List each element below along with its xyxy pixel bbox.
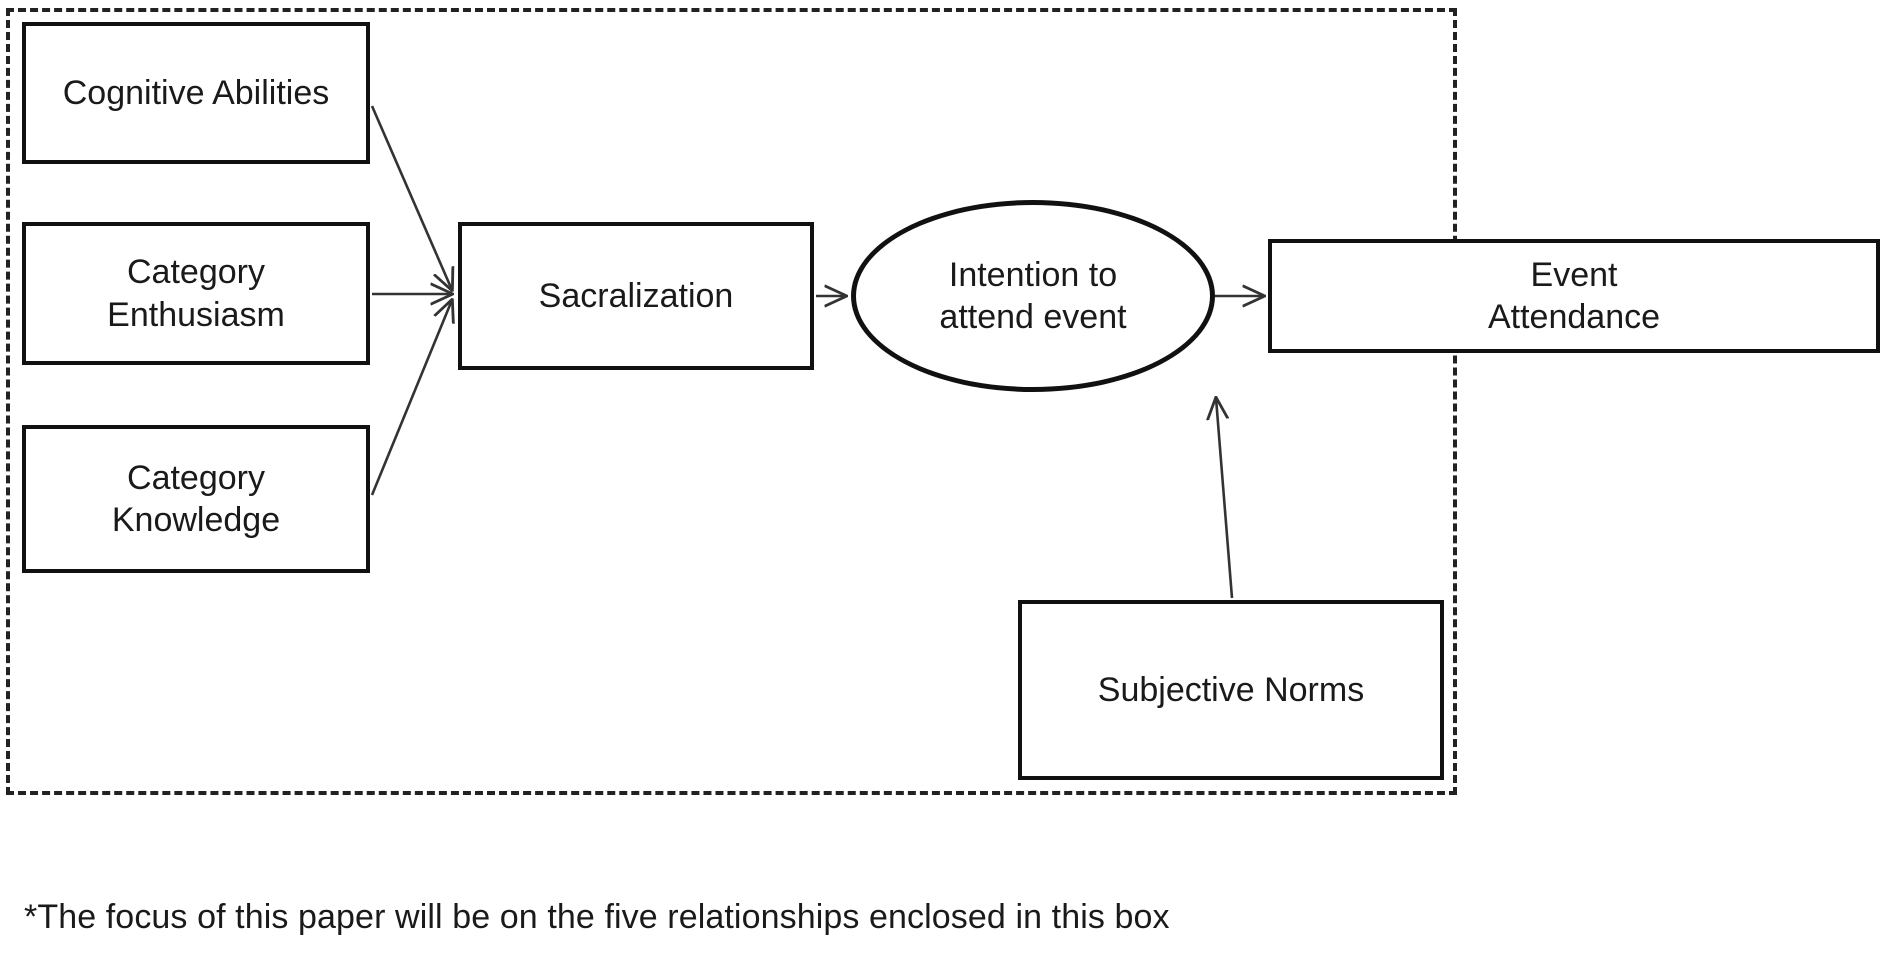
node-cognitive-abilities[interactable]: Cognitive Abilities bbox=[22, 22, 370, 164]
node-intention-to-attend-event[interactable]: Intention to attend event bbox=[851, 200, 1215, 392]
node-sacralization-label: Sacralization bbox=[538, 276, 734, 315]
node-event-attendance-label: Event Attendance bbox=[1487, 255, 1661, 337]
node-category-knowledge[interactable]: Category Knowledge bbox=[22, 425, 370, 573]
node-subjective-norms[interactable]: Subjective Norms bbox=[1018, 600, 1444, 780]
focus-boundary-dashed-box bbox=[6, 8, 1457, 795]
node-cognitive-abilities-label: Cognitive Abilities bbox=[62, 73, 330, 112]
node-category-knowledge-label: Category Knowledge bbox=[111, 458, 281, 540]
node-sacralization[interactable]: Sacralization bbox=[458, 222, 814, 370]
node-subjective-norms-label: Subjective Norms bbox=[1097, 670, 1365, 709]
node-intention-label: Intention to attend event bbox=[939, 255, 1127, 337]
footnote-text: *The focus of this paper will be on the … bbox=[24, 898, 1170, 936]
node-category-enthusiasm[interactable]: Category Enthusiasm bbox=[22, 222, 370, 365]
node-category-enthusiasm-label: Category Enthusiasm bbox=[107, 253, 285, 334]
node-event-attendance[interactable]: Event Attendance bbox=[1268, 239, 1880, 353]
